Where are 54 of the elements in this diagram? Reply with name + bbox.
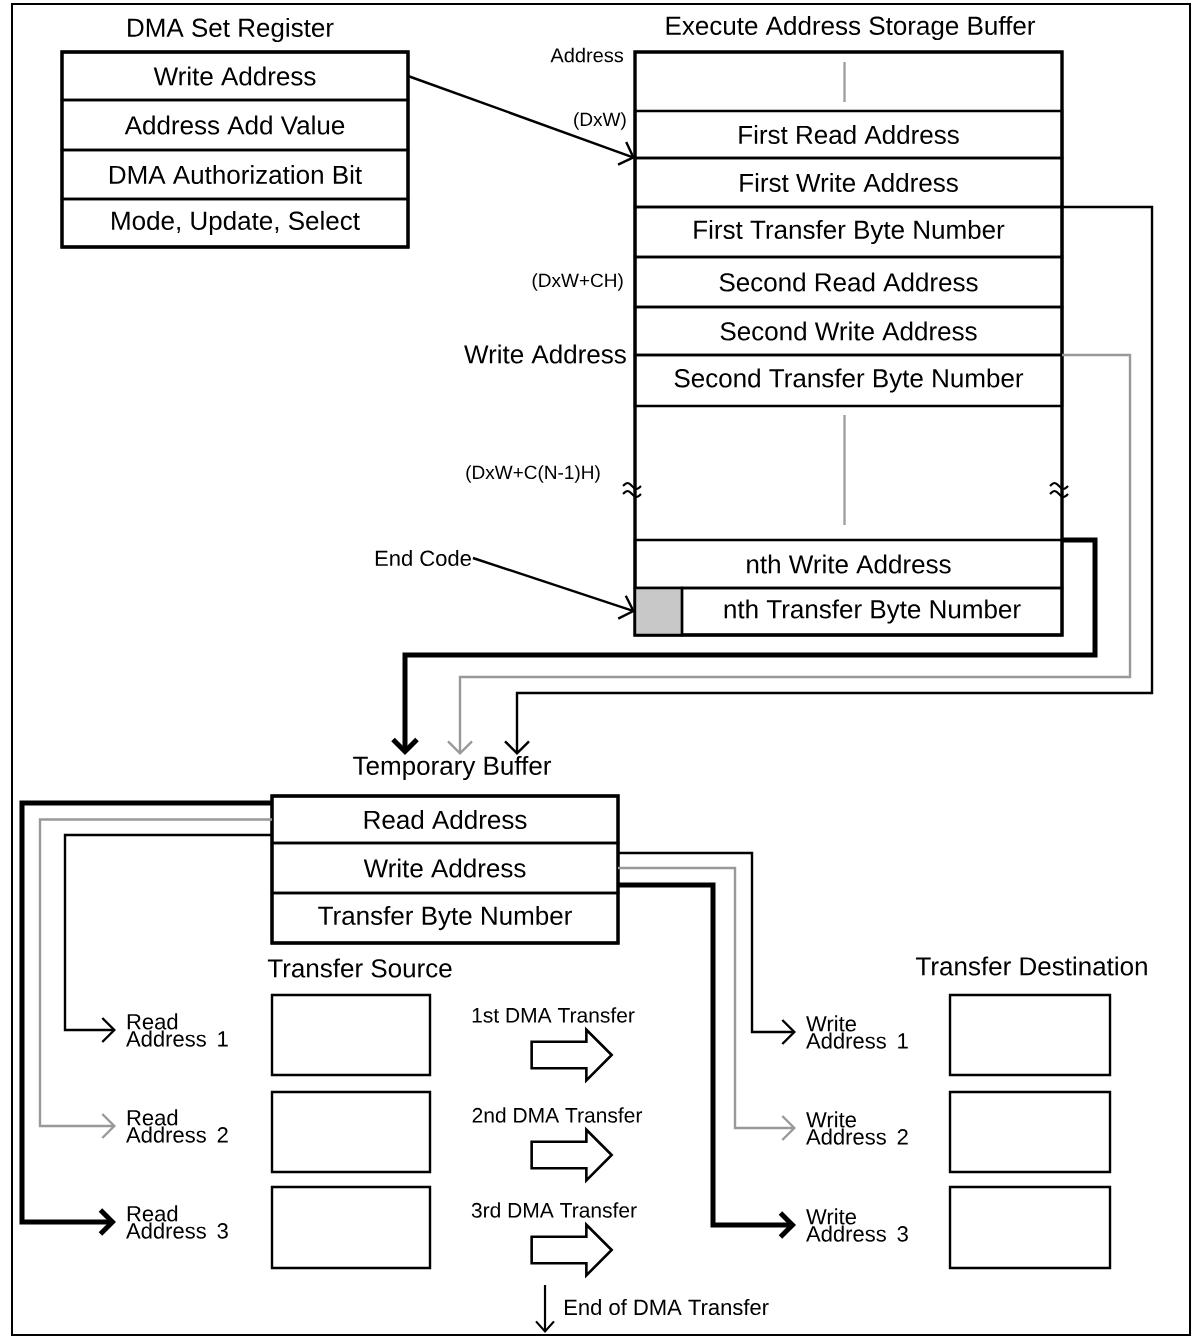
memory-box <box>948 1185 1112 1270</box>
arrow <box>19 800 272 1236</box>
table-row: nth Transfer Byte Number <box>680 586 1064 637</box>
table-row: Mode, Update, Select <box>60 197 410 249</box>
group-heading: Transfer Source <box>266 957 454 979</box>
table-row: nth Write Address <box>633 538 1064 590</box>
arrow <box>63 833 272 1043</box>
address-label: Write Address 3 <box>806 1208 908 1242</box>
table-row: Write Address <box>60 50 410 102</box>
table-row: DMA Authorization Bit <box>60 148 410 201</box>
memory-box <box>948 993 1112 1077</box>
node-label: Temporary Buffer <box>353 755 552 781</box>
arrow <box>391 537 1098 755</box>
table-row: Second Transfer Byte Number <box>633 353 1064 408</box>
column-label: Address <box>549 46 625 64</box>
table-row: First Transfer Byte Number <box>633 205 1064 259</box>
memory-box <box>270 993 432 1077</box>
table-row: Transfer Byte Number <box>270 891 620 945</box>
node-label: Execute Address Storage Buffer <box>666 15 1036 41</box>
address-offset: (DxW+CH) <box>530 272 625 292</box>
table-row: First Write Address <box>633 156 1064 209</box>
arrow <box>472 556 635 620</box>
arrow <box>504 205 1154 755</box>
memory-box <box>270 1090 432 1174</box>
table-row: Write Address <box>270 841 620 895</box>
address-label: Write Address 1 <box>806 1015 908 1049</box>
table-row: Second Write Address <box>633 305 1064 357</box>
table-row: Second Read Address <box>633 255 1064 309</box>
transfer-label: 3rd DMA Transfer <box>469 1201 639 1219</box>
memory-box <box>948 1090 1112 1174</box>
transfer-label: 2nd DMA Transfer <box>470 1106 644 1124</box>
address-label: Read Address 3 <box>126 1205 228 1239</box>
arrow <box>618 851 796 1045</box>
transfer-label: 1st DMA Transfer <box>470 1006 636 1024</box>
node-label: DMA Set Register <box>128 17 334 43</box>
arrow <box>618 882 796 1239</box>
arrow <box>447 353 1132 755</box>
table-row: Address Add Value <box>60 98 410 152</box>
table-row: First Read Address <box>633 109 1064 160</box>
address-label: Read Address 1 <box>126 1013 228 1047</box>
table-row: Read Address <box>270 794 620 845</box>
memory-box <box>270 1185 432 1270</box>
end-code-cell <box>633 586 684 637</box>
group-heading: Transfer Destination <box>914 955 1150 977</box>
address-label: Read Address 2 <box>126 1109 228 1143</box>
address-label: Write Address 2 <box>806 1111 908 1145</box>
status-text: End of DMA Transfer <box>562 1297 770 1317</box>
callout-label: End Code <box>375 549 471 567</box>
address-offset: (DxW+C(N-1)H) <box>464 464 602 484</box>
arrow <box>407 74 635 166</box>
side-label: Write Address <box>463 343 628 365</box>
arrow <box>38 818 272 1139</box>
arrow <box>618 866 796 1141</box>
address-offset: (DxW) <box>572 111 628 131</box>
